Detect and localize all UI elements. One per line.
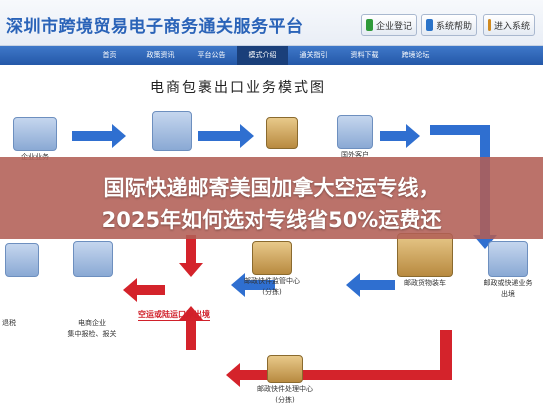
overlay-headline-line2: 2025年如何选对专线省50%运费还 [101,208,442,232]
arrow-right-3 [380,124,420,148]
monitor-icon [488,241,528,277]
customer-icon [337,115,373,149]
enter-icon [488,19,491,31]
help-button-label: 系统帮助 [435,21,472,32]
package-icon [266,117,298,149]
node-refund-caption: 退税 [2,317,52,328]
arrow-right-1 [72,124,126,148]
node-declaration-label: 电商企业 [78,319,106,327]
node-sorting-sub-label: (分拣) [262,288,282,296]
arrow-left-2 [231,273,275,297]
overlay-headline-line1: 国际快递邮寄美国加拿大空运专线， [103,176,440,200]
truck-loading-icon [397,233,453,277]
node-declaration-caption: 电商企业 集中报检、报关 [52,317,132,339]
node-processing: 邮政快件处理中心 (分拣) [240,355,330,405]
nav-item-forum[interactable]: 跨境论坛 [401,51,430,59]
nav-item-announcements[interactable]: 平台公告 [197,51,226,59]
sorting-icon [252,241,292,275]
air-exit-label: 空运或陆运口岸出境 [138,310,210,321]
arrow-right-2 [198,124,254,148]
node-declaration [60,241,126,277]
diagram-title: 电商包裹出口业务模式图 [150,80,326,96]
nav-item-policy[interactable]: 政策资讯 [146,51,175,59]
node-foreign-customer: 国外客户 [330,115,380,160]
node-refund-label: 退税 [2,319,16,327]
nav-item-home[interactable]: 首页 [102,51,117,59]
node-package [262,117,302,149]
nav-item-downloads[interactable]: 资料下载 [350,51,379,59]
safe-icon [5,243,39,277]
register-button[interactable]: 企业登记 [361,14,417,36]
node-loading: 邮政货物装车 [390,233,460,288]
node-processing-sub-label: (分拣) [275,396,295,404]
site-header: 深圳市跨境贸易电子商务通关服务平台 企业登记 系统帮助 进入系统 [0,0,543,46]
processing-icon [267,355,303,383]
node-tax [2,243,42,277]
enter-system-button[interactable]: 进入系统 [483,14,535,36]
site-title[interactable]: 深圳市跨境贸易电子商务通关服务平台 [6,17,304,37]
arrow-left-1 [346,273,395,297]
node-postal-exit-label: 出境 [501,290,515,298]
register-icon [366,19,373,31]
enter-system-button-label: 进入系统 [493,21,530,32]
node-sorting-center: 邮政快件监管中心 (分拣) [232,241,312,297]
node-foreign-customer-label: 国外客户 [341,151,369,159]
arrow-red-left [123,278,165,302]
office-icon [73,241,113,277]
node-declaration-sub-label: 集中报检、报关 [67,330,117,338]
laptop-icon [152,111,192,151]
node-processing-label: 邮政快件处理中心 [257,385,313,393]
node-loading-label: 邮政货物装车 [404,279,446,287]
register-button-label: 企业登记 [375,21,412,32]
node-postal-monitor-label: 邮政或快递业务 [483,279,533,287]
arrow-red-down [179,235,203,277]
node-postal-monitor: 邮政或快递业务 出境 [474,241,542,299]
computer-user-icon [13,117,57,151]
node-sorting-center-label: 邮政快件监管中心 [244,277,300,285]
help-button[interactable]: 系统帮助 [421,14,477,36]
arrow-red-up [179,306,203,350]
nav-item-clearance-guide[interactable]: 通关指引 [299,51,328,59]
main-nav: 首页 政策资讯 平台公告 模式介绍 通关指引 资料下载 跨境论坛 [0,46,543,65]
nav-item-mode-intro[interactable]: 模式介绍 [237,46,288,65]
node-ecommerce: 企业业务 [2,117,68,162]
node-laptop [150,111,194,151]
help-icon [426,19,433,31]
overlay-banner [0,157,543,239]
